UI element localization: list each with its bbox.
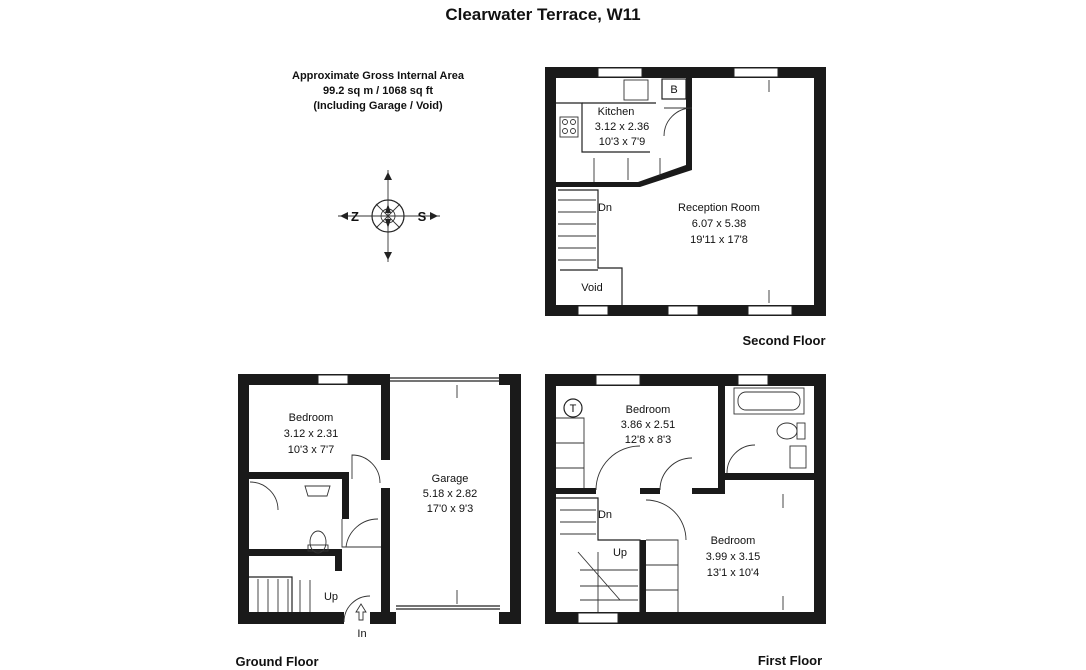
boiler-label: B [670,84,677,96]
gf-bedroom-metric: 3.12 x 2.31 [284,428,338,440]
tank-icon [563,398,583,418]
ground-floor-plan [238,374,521,624]
second-floor-plan [545,67,826,316]
first-floor-dn-label: Dn [598,509,612,521]
second-floor-label: Second Floor [742,333,825,348]
first-floor-plan [545,374,826,624]
ff-bedroom-1-imperial: 12'8 x 8'3 [625,434,671,446]
reception-metric: 6.07 x 5.38 [692,218,746,230]
second-floor-dn-label: Dn [598,202,612,214]
area-line-2: 99.2 sq m / 1068 sq ft [323,85,433,97]
tank-label: T [570,403,577,415]
reception-imperial: 19'11 x 17'8 [690,234,748,246]
first-floor-label: First Floor [758,653,822,668]
void-label: Void [581,282,602,294]
ff-bedroom-2-imperial: 13'1 x 10'4 [707,567,760,579]
kitchen-metric: 3.12 x 2.36 [595,121,649,133]
ground-floor-label: Ground Floor [235,654,318,669]
compass-label-z: Z [351,209,359,224]
area-line-3: (Including Garage / Void) [313,100,443,112]
reception-name: Reception Room [678,202,760,214]
kitchen-imperial: 10'3 x 7'9 [599,136,645,148]
gf-bedroom-imperial: 10'3 x 7'7 [288,444,334,456]
ff-bedroom-2-metric: 3.99 x 3.15 [706,551,760,563]
ff-bedroom-1-metric: 3.86 x 2.51 [621,419,675,431]
garage-name: Garage [432,473,469,485]
first-floor-up-label: Up [613,547,627,559]
ff-bedroom-2-name: Bedroom [711,535,756,547]
area-line-1: Approximate Gross Internal Area [292,70,465,82]
ground-floor-up-label: Up [324,591,338,603]
garage-metric: 5.18 x 2.82 [423,488,477,500]
ff-bedroom-1-name: Bedroom [626,404,671,416]
plan-title: Clearwater Terrace, W11 [445,5,640,24]
garage-imperial: 17'0 x 9'3 [427,503,473,515]
gf-bedroom-name: Bedroom [289,412,334,424]
compass-icon [338,170,440,262]
compass-label-s: S [418,209,427,224]
kitchen-name: Kitchen [598,106,635,118]
entrance-label: In [357,628,366,640]
